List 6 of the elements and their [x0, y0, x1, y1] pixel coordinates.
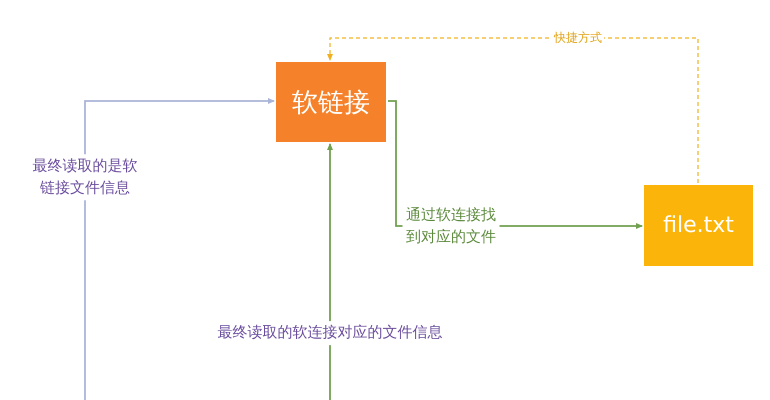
edge-label: 最终读取的软连接对应的文件信息 — [216, 321, 444, 345]
process-box: 软链接 — [276, 62, 386, 142]
arrow — [84, 98, 275, 400]
dashed-arrow — [327, 37, 699, 183]
arrow — [327, 143, 333, 400]
file-box: file.txt — [644, 185, 753, 266]
